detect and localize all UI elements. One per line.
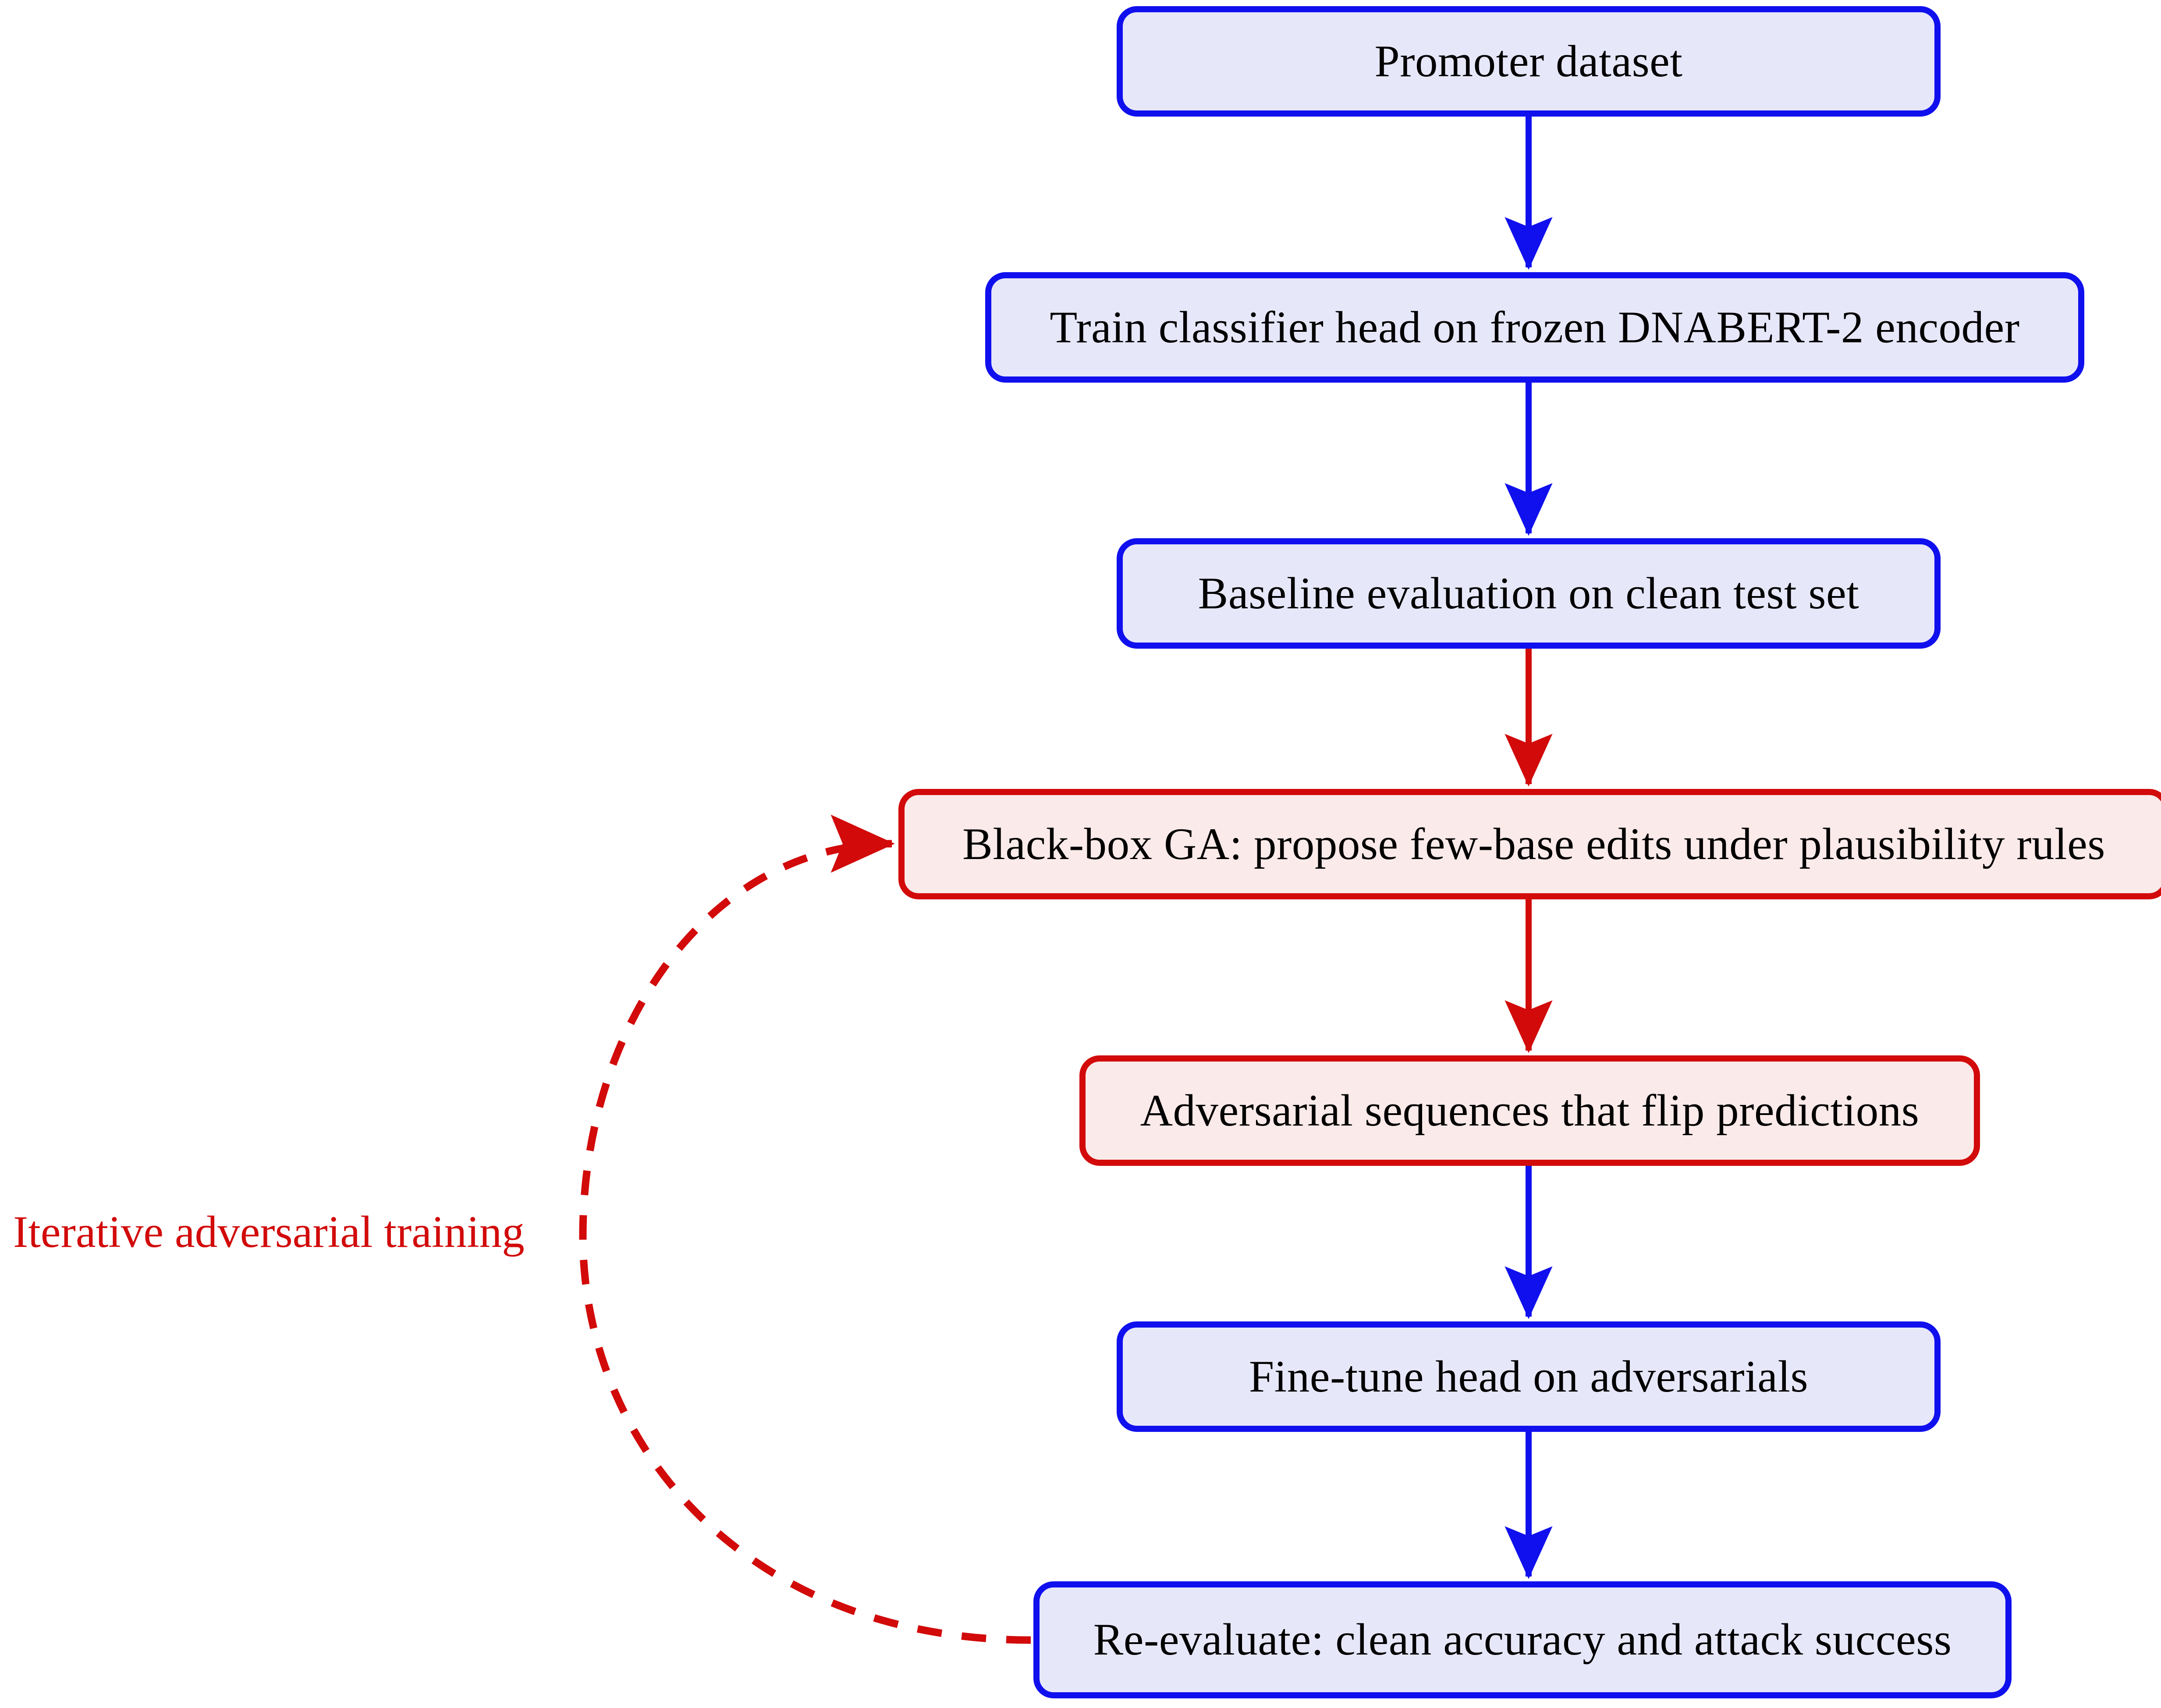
node-baseline-evaluation[interactable]: Baseline evaluation on clean test set: [1117, 538, 1941, 649]
node-blackbox-ga-label: Black-box GA: propose few-base edits und…: [962, 819, 2105, 869]
node-reevaluate[interactable]: Re-evaluate: clean accuracy and attack s…: [1033, 1581, 2012, 1698]
node-train-classifier-label: Train classifier head on frozen DNABERT-…: [1050, 302, 2020, 352]
node-adversarial-sequences-label: Adversarial sequences that flip predicti…: [1140, 1085, 1920, 1136]
node-train-classifier[interactable]: Train classifier head on frozen DNABERT-…: [985, 272, 2084, 383]
node-baseline-evaluation-label: Baseline evaluation on clean test set: [1198, 568, 1859, 618]
node-finetune-head-label: Fine-tune head on adversarials: [1249, 1351, 1809, 1402]
node-blackbox-ga[interactable]: Black-box GA: propose few-base edits und…: [898, 789, 2161, 899]
node-reevaluate-label: Re-evaluate: clean accuracy and attack s…: [1093, 1615, 1952, 1665]
node-promoter-dataset[interactable]: Promoter dataset: [1117, 6, 1941, 117]
node-promoter-dataset-label: Promoter dataset: [1374, 36, 1683, 86]
node-finetune-head[interactable]: Fine-tune head on adversarials: [1117, 1321, 1941, 1432]
feedback-loop-caption: Iterative adversarial training: [13, 1207, 525, 1257]
edge-feedback-loop: [579, 814, 1031, 1644]
node-adversarial-sequences[interactable]: Adversarial sequences that flip predicti…: [1079, 1055, 1980, 1166]
